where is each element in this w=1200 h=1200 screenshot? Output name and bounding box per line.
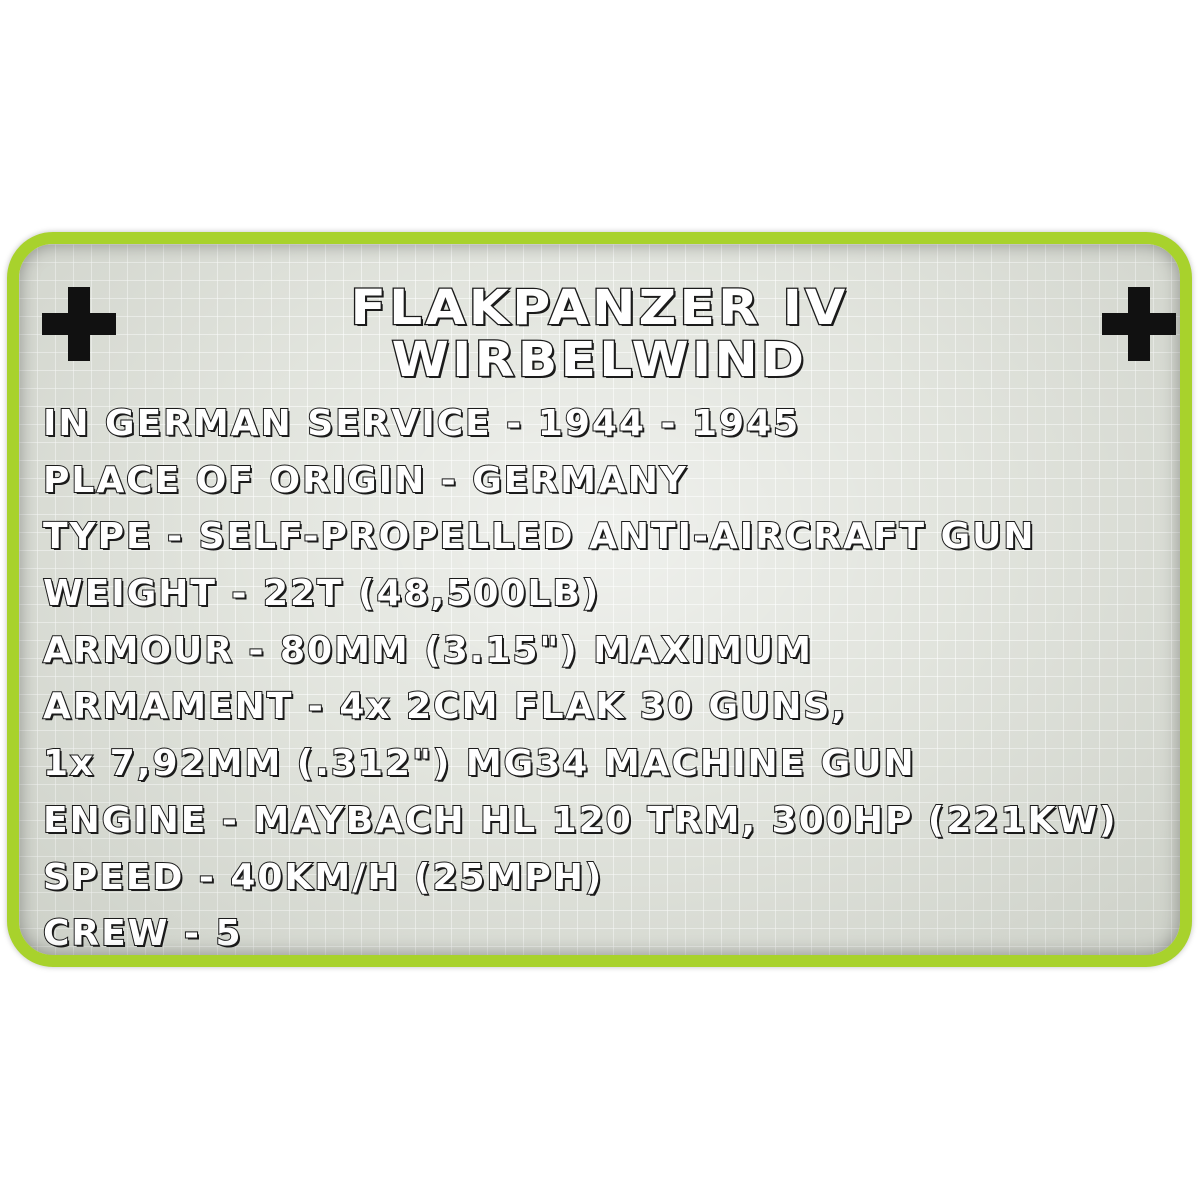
- spec-card: FLAKPANZER IV WIRBELWIND IN GERMAN SERVI…: [7, 232, 1192, 967]
- spec-armament-secondary: 1x 7,92MM (.312") MG34 MACHINE GUN: [42, 742, 916, 785]
- spec-engine: ENGINE - MAYBACH HL 120 TRM, 300HP (221K…: [42, 799, 1118, 842]
- spec-list: IN GERMAN SERVICE - 1944 - 1945 PLACE OF…: [42, 396, 1118, 955]
- spec-crew: CREW - 5: [42, 912, 243, 955]
- spec-armament: ARMAMENT - 4x 2CM FLAK 30 GUNS,: [42, 685, 847, 728]
- iron-cross-icon: [1102, 287, 1176, 361]
- spec-service: IN GERMAN SERVICE - 1944 - 1945: [42, 402, 801, 445]
- spec-type: TYPE - SELF-PROPELLED ANTI-AIRCRAFT GUN: [42, 515, 1036, 558]
- spec-origin: PLACE OF ORIGIN - GERMANY: [42, 459, 689, 502]
- card-title-line-1: FLAKPANZER IV: [349, 280, 849, 336]
- spec-speed: SPEED - 40KM/H (25MPH): [42, 856, 604, 899]
- iron-cross-icon: [42, 287, 116, 361]
- spec-weight: WEIGHT - 22T (48,500LB): [42, 572, 601, 615]
- spec-armour: ARMOUR - 80MM (3.15") MAXIMUM: [42, 629, 813, 672]
- card-title-line-2: WIRBELWIND: [390, 332, 808, 388]
